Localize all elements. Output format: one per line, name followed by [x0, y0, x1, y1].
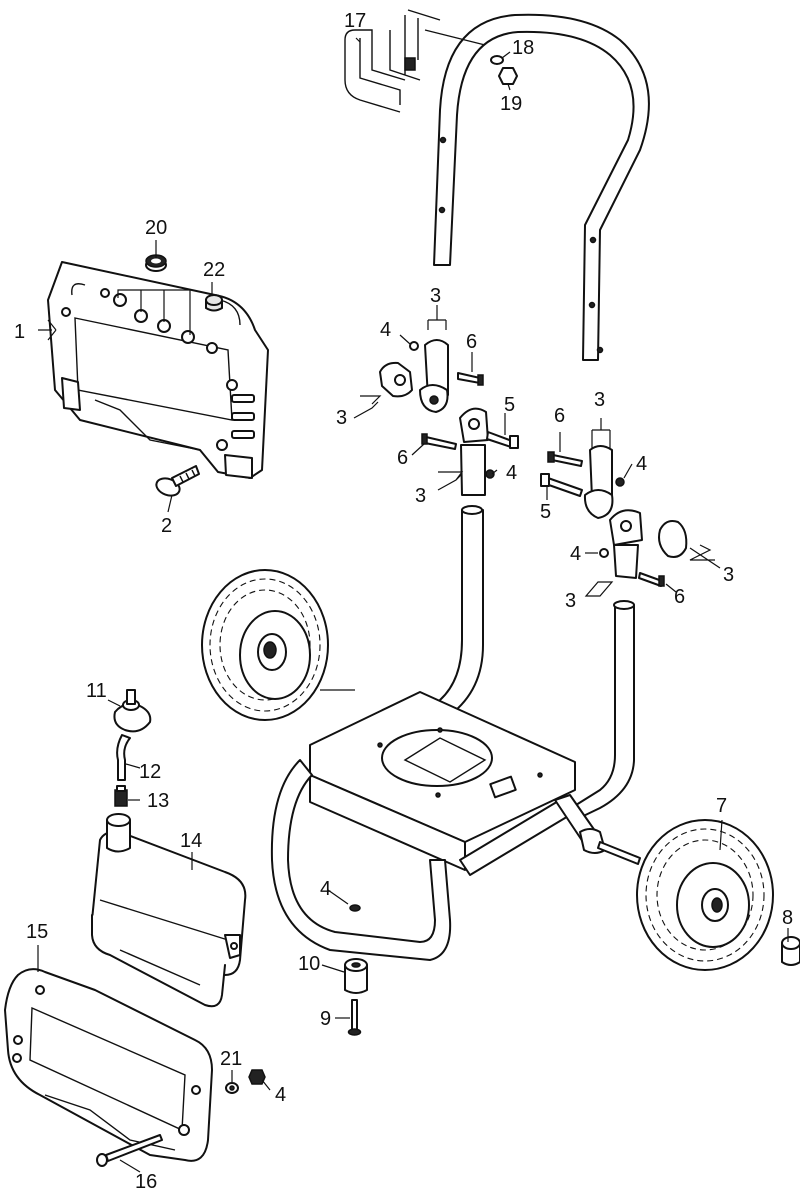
callout-11: 11: [86, 680, 107, 702]
screw-9: [347, 999, 362, 1036]
main-frame: [270, 505, 641, 961]
knob-upper-left: [379, 361, 413, 398]
callout-4: 4: [570, 543, 581, 565]
nut-4b: [485, 469, 495, 479]
callout-3: 3: [430, 285, 441, 307]
callout-4: 4: [506, 462, 517, 484]
vent-hose-12: [116, 734, 131, 781]
screw-2: [155, 465, 200, 497]
callout-7: 7: [716, 795, 727, 817]
washer-21: [225, 1082, 239, 1094]
callout-3: 3: [565, 590, 576, 612]
rubber-foot-10: [344, 958, 368, 994]
wheel-left: [201, 569, 329, 721]
knob-right: [658, 520, 688, 558]
washer-4d: [599, 548, 609, 558]
fuel-filter-13: [114, 785, 128, 807]
callout-4: 4: [636, 453, 647, 475]
callout-3: 3: [336, 407, 347, 429]
callout-8: 8: [782, 907, 793, 929]
bolt-6-right-lower: [638, 572, 665, 587]
callout-20: 20: [145, 217, 167, 239]
callout-6: 6: [397, 447, 408, 469]
callout-6: 6: [466, 331, 477, 353]
hub-cap-8: [781, 936, 800, 966]
fuel-tank-14: [91, 813, 247, 1008]
callout-1: 1: [14, 321, 25, 343]
clamp-upper-right: [583, 445, 614, 519]
callout-6: 6: [554, 405, 565, 427]
cord-hook: [344, 9, 441, 113]
bolt-5-right: [540, 473, 583, 497]
rear-panel-15: [4, 968, 213, 1162]
callout-3: 3: [723, 564, 734, 586]
washer-4a: [409, 341, 419, 351]
callout-4: 4: [320, 878, 331, 900]
callout-labels: 1 2 3 3 3 3 3 3 4 4 4 4 4 4 5 5 6 6 6 6 …: [14, 10, 793, 1193]
leader-lines: [37, 29, 789, 1173]
bolt-6-upper: [457, 372, 484, 386]
callout-4: 4: [380, 319, 391, 341]
wheel-right: [636, 819, 774, 971]
callout-6: 6: [674, 586, 685, 608]
nut-4c: [615, 477, 625, 487]
callout-9: 9: [320, 1008, 331, 1030]
callout-2: 2: [161, 515, 172, 537]
clamp-upper-left: [419, 339, 449, 413]
screw-16: [96, 1134, 163, 1167]
callout-10: 10: [298, 953, 320, 975]
nut-4-panel: [248, 1069, 266, 1085]
callout-12: 12: [139, 761, 161, 783]
callout-19: 19: [500, 93, 522, 115]
callout-15: 15: [26, 921, 48, 943]
nut-19: [498, 67, 518, 85]
clamp-middle-left: [459, 407, 489, 496]
bolt-6-right-upper: [547, 451, 583, 467]
callout-5: 5: [504, 394, 515, 416]
callout-14: 14: [180, 830, 202, 852]
control-panel: [47, 261, 269, 479]
nut-4-frame: [349, 904, 361, 912]
bolt-5-upper: [486, 431, 519, 449]
clamp-lower-right: [609, 509, 643, 579]
callout-5: 5: [540, 501, 551, 523]
callout-13: 13: [147, 790, 169, 812]
callout-17: 17: [344, 10, 366, 32]
bolt-6-middle: [421, 433, 457, 450]
washer-18: [490, 55, 504, 65]
callout-21: 21: [220, 1048, 242, 1070]
callout-4: 4: [275, 1084, 286, 1106]
callout-18: 18: [512, 37, 534, 59]
plug-22: [205, 294, 223, 312]
callout-22: 22: [203, 259, 225, 281]
callout-16: 16: [135, 1171, 157, 1193]
callout-3: 3: [594, 389, 605, 411]
handle-frame: [433, 13, 650, 361]
callout-3: 3: [415, 485, 426, 507]
fuel-cap-11: [113, 689, 152, 733]
